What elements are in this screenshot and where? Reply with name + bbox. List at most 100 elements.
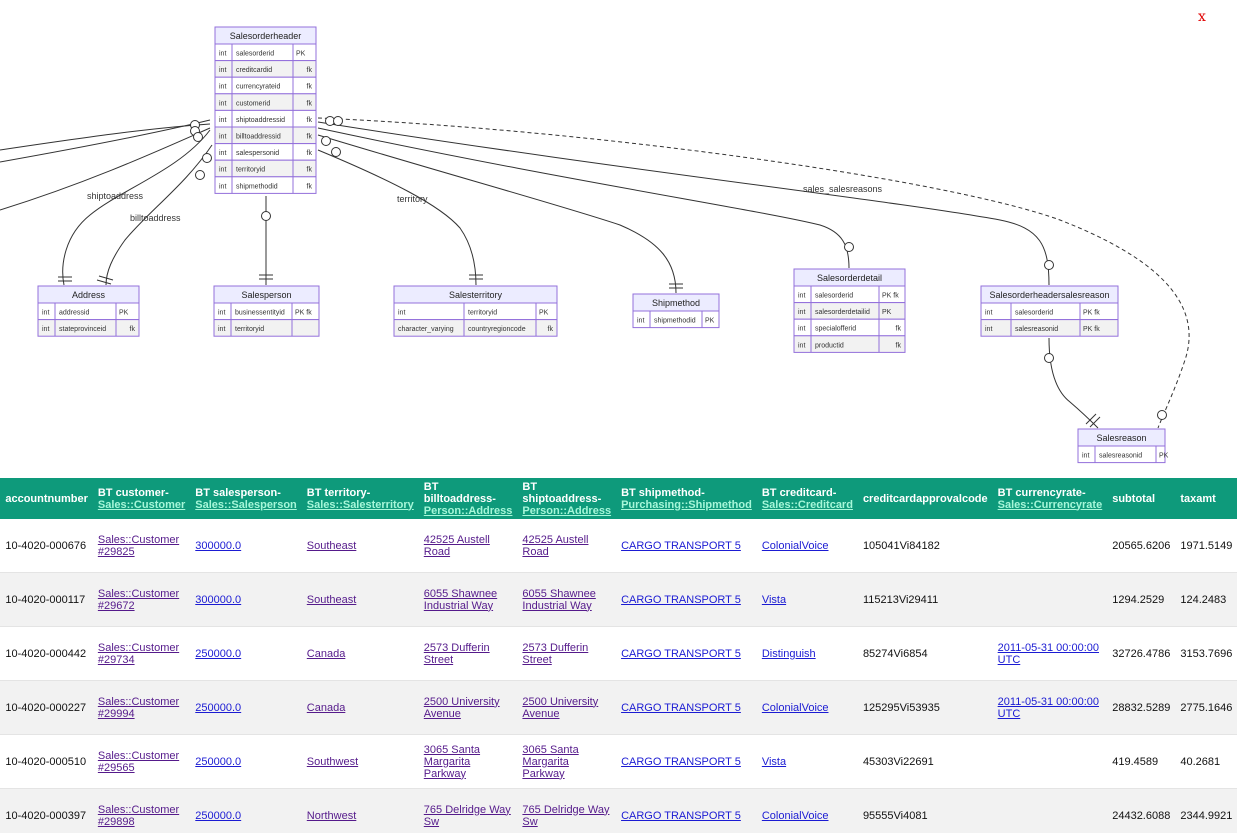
shiptoaddress-link[interactable]: 765 Delridge Way Sw <box>522 803 610 828</box>
column-header-link[interactable]: Person::Address <box>522 504 612 517</box>
territory-link[interactable]: Northwest <box>306 809 357 822</box>
entity-title: Salesorderdetail <box>817 273 882 283</box>
column-header-label: BT creditcard- <box>761 486 837 499</box>
cell-billtoaddress: 6055 Shawnee Industrial Way <box>418 572 518 627</box>
cardinality-markers <box>58 116 1167 428</box>
column-header-link[interactable]: Sales::Salesperson <box>195 498 297 511</box>
attr-type: int <box>219 100 226 107</box>
attr-key: fk <box>896 342 902 349</box>
results-table: numberaccountnumberBT customer-Sales::Cu… <box>0 478 1238 833</box>
cell-customer: Sales::Customer #29898 <box>92 788 191 833</box>
column-header-link[interactable]: Purchasing::Shipmethod <box>621 498 752 511</box>
entity-title: Shipmethod <box>652 298 700 308</box>
billtoaddress-link[interactable]: 2573 Dufferin Street <box>423 641 490 666</box>
cell-creditcard: Distinguish <box>756 626 858 681</box>
column-header-link[interactable]: Person::Address <box>423 504 513 517</box>
column-header[interactable]: subtotal <box>1107 478 1176 519</box>
billtoaddress-link[interactable]: 765 Delridge Way Sw <box>423 803 511 828</box>
column-header[interactable]: accountnumber <box>0 478 93 519</box>
billtoaddress-link[interactable]: 3065 Santa Margarita Parkway <box>423 743 481 780</box>
entity-row <box>214 159 317 178</box>
cell-accountnumber: 10-4020-000442 <box>0 626 93 681</box>
shiptoaddress-link[interactable]: 2500 University Avenue <box>522 695 599 720</box>
cell-customer: Sales::Customer #29672 <box>92 572 191 627</box>
creditcard-link[interactable]: Vista <box>761 593 787 606</box>
column-header-label: creditcardapprovalcode <box>862 492 988 505</box>
column-header[interactable]: creditcardapprovalcode <box>857 478 993 519</box>
cell-customer: Sales::Customer #29734 <box>92 626 191 681</box>
cell-shiptoaddress: 2500 University Avenue <box>517 680 617 735</box>
edge-billtoaddress <box>105 144 213 286</box>
shiptoaddress-link[interactable]: 42525 Austell Road <box>522 533 589 558</box>
customer-link[interactable]: Sales::Customer #29898 <box>97 803 180 828</box>
creditcard-link[interactable]: ColonialVoice <box>761 809 829 822</box>
cell-shiptoaddress: 3065 Santa Margarita Parkway <box>517 734 617 789</box>
close-button[interactable]: x <box>1198 9 1206 25</box>
customer-link[interactable]: Sales::Customer #29565 <box>97 749 180 774</box>
cell-shipmethod: CARGO TRANSPORT 5 <box>616 626 757 681</box>
entity-row <box>1077 445 1166 464</box>
billtoaddress-link[interactable]: 2500 University Avenue <box>423 695 500 720</box>
column-header-label: BT territory- <box>306 486 371 499</box>
cell-salesperson: 300000.0 <box>190 572 302 627</box>
cell-territory: Southeast <box>301 519 419 573</box>
attr-name: creditcardid <box>236 67 272 74</box>
attr-key: PK fk <box>882 293 899 300</box>
salesperson-link[interactable]: 250000.0 <box>195 755 242 768</box>
edge-label-billtoaddress: billtoaddress <box>130 213 181 223</box>
attr-name: currencyrateid <box>236 84 280 91</box>
creditcard-link[interactable]: Distinguish <box>761 647 816 660</box>
cell-subtotal: 1294.2529 <box>1107 572 1176 627</box>
entity-row <box>213 319 320 337</box>
creditcard-link[interactable]: Vista <box>761 755 787 768</box>
shipmethod-link[interactable]: CARGO TRANSPORT 5 <box>621 701 741 714</box>
column-header[interactable]: taxamt <box>1175 478 1238 519</box>
shipmethod-link[interactable]: CARGO TRANSPORT 5 <box>621 593 741 606</box>
billtoaddress-link[interactable]: 6055 Shawnee Industrial Way <box>423 587 498 612</box>
customer-link[interactable]: Sales::Customer #29672 <box>97 587 180 612</box>
creditcard-link[interactable]: ColonialVoice <box>761 539 829 552</box>
attr-key: PK <box>119 310 129 317</box>
cell-creditcard: Vista <box>756 734 858 789</box>
salesperson-link[interactable]: 250000.0 <box>195 809 242 822</box>
salesperson-link[interactable]: 300000.0 <box>195 539 242 552</box>
attr-name: billtoaddressid <box>236 134 281 141</box>
territory-link[interactable]: Southeast <box>306 539 357 552</box>
shipmethod-link[interactable]: CARGO TRANSPORT 5 <box>621 647 741 660</box>
customer-link[interactable]: Sales::Customer #29994 <box>97 695 180 720</box>
column-header-link[interactable]: Sales::Salesterritory <box>306 498 414 511</box>
shipmethod-link[interactable]: CARGO TRANSPORT 5 <box>621 755 741 768</box>
attr-name: businessentityid <box>235 310 285 317</box>
billtoaddress-link[interactable]: 42525 Austell Road <box>423 533 490 558</box>
salesperson-link[interactable]: 300000.0 <box>195 593 242 606</box>
shiptoaddress-link[interactable]: 2573 Dufferin Street <box>522 641 589 666</box>
column-header: BT territory-Sales::Salesterritory <box>301 478 419 519</box>
entity-row <box>37 319 140 337</box>
territory-link[interactable]: Southeast <box>306 593 357 606</box>
cell-subtotal: 20565.6206 <box>1107 519 1176 573</box>
currencyrate-link[interactable]: 2011-05-31 00:00:00 UTC <box>997 641 1099 666</box>
territory-link[interactable]: Canada <box>306 701 346 714</box>
shipmethod-link[interactable]: CARGO TRANSPORT 5 <box>621 809 741 822</box>
salesperson-link[interactable]: 250000.0 <box>195 647 242 660</box>
column-header: BT shipmethod-Purchasing::Shipmethod <box>616 478 757 519</box>
attr-type: int <box>398 310 405 317</box>
salesperson-link[interactable]: 250000.0 <box>195 701 242 714</box>
attr-name: salesorderdetailid <box>815 309 870 316</box>
shipmethod-link[interactable]: CARGO TRANSPORT 5 <box>621 539 741 552</box>
column-header-link[interactable]: Sales::Currencyrate <box>997 498 1103 511</box>
shiptoaddress-link[interactable]: 3065 Santa Margarita Parkway <box>522 743 579 780</box>
shiptoaddress-link[interactable]: 6055 Shawnee Industrial Way <box>522 587 596 612</box>
currencyrate-link[interactable]: 2011-05-31 00:00:00 UTC <box>997 695 1099 720</box>
attr-name: territoryid <box>236 167 265 174</box>
column-header-link[interactable]: Sales::Creditcard <box>761 498 853 511</box>
customer-link[interactable]: Sales::Customer #29825 <box>97 533 180 558</box>
territory-link[interactable]: Canada <box>306 647 346 660</box>
territory-link[interactable]: Southwest <box>306 755 359 768</box>
column-header-link[interactable]: Sales::Customer <box>97 498 186 511</box>
customer-link[interactable]: Sales::Customer #29734 <box>97 641 180 666</box>
creditcard-link[interactable]: ColonialVoice <box>761 701 829 714</box>
